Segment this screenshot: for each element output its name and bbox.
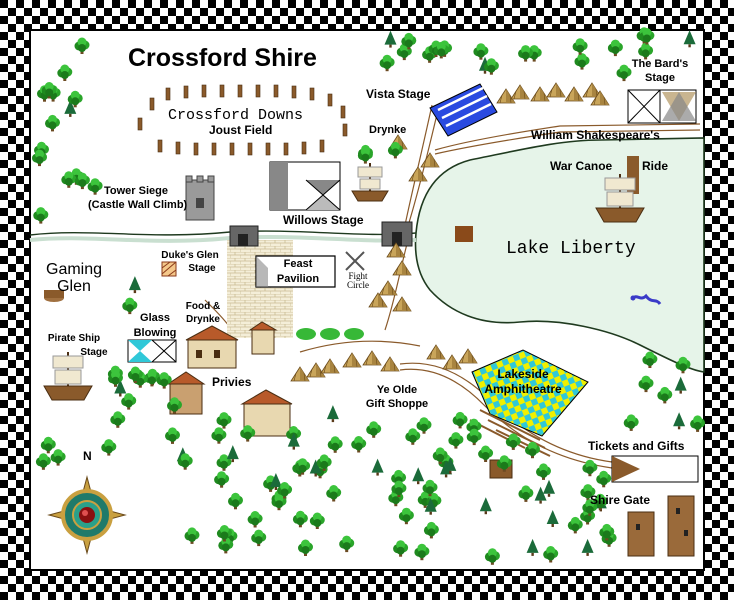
food-drynke-building	[185, 321, 278, 369]
pirate-ship-label[interactable]: Pirate Ship Stage	[38, 333, 110, 358]
sea-serpent-icon	[630, 293, 662, 305]
privies-building	[166, 371, 293, 437]
pavilion-line: Pavilion	[276, 272, 320, 285]
glass-blowing-label[interactable]: Glass Blowing	[130, 312, 180, 339]
tower-siege-label[interactable]: Tower Siege (Castle Wall Climb)	[88, 185, 188, 211]
joust-field-label: Joust Field	[209, 123, 273, 137]
drynke-label[interactable]: Drynke	[369, 124, 407, 136]
gift-line2: Gift Shoppe	[365, 397, 429, 410]
fight-circle-label[interactable]: Fight Circle	[338, 271, 378, 291]
crossford-downs-label: Crossford Downs	[168, 107, 304, 124]
amphitheatre-line: Amphitheatre	[484, 381, 562, 396]
dukes-glen-label[interactable]: Duke's Glen Stage	[157, 250, 223, 274]
compass-rose-icon	[47, 475, 127, 555]
lakeside-amphitheatre-label[interactable]: Lakeside Amphitheatre	[468, 368, 578, 395]
shire-gate-towers	[627, 495, 695, 557]
gaming-glen-line2: Glen	[57, 277, 91, 295]
tickets-gifts-booth[interactable]	[611, 455, 699, 483]
bards-stage-line2: Stage	[645, 71, 675, 84]
food-drynke-label[interactable]: Food & Drynke	[178, 301, 228, 325]
tower-siege-line2: (Castle Wall Climb)	[88, 198, 188, 211]
food-line: Food &	[185, 301, 221, 312]
william-shakespeares-label[interactable]: William Shakespeare's	[531, 128, 660, 142]
gaming-glen-label[interactable]: Gaming Glen	[46, 261, 103, 296]
feast-pavilion-label[interactable]: Feast Pavilion	[268, 258, 328, 285]
glass-blowing-stage[interactable]	[127, 339, 177, 363]
willows-stage-label[interactable]: Willows Stage	[283, 213, 364, 227]
ship-icon	[43, 352, 93, 401]
tower-siege-line1: Tower Siege	[104, 185, 168, 197]
lakeside-line: Lakeside	[497, 367, 549, 381]
fight-line: Fight	[348, 271, 368, 281]
lake-raft	[455, 226, 473, 242]
gift-shoppe-label[interactable]: Ye Olde Gift Shoppe	[352, 384, 442, 410]
dukes-glen-line1: Duke's Glen	[161, 250, 219, 261]
circle-line: Circle	[347, 280, 369, 291]
tower-icon	[185, 175, 215, 221]
privies-label[interactable]: Privies	[212, 375, 252, 389]
ship-icon	[595, 174, 645, 223]
feast-line: Feast	[283, 258, 313, 270]
vista-stage-label[interactable]: Vista Stage	[366, 87, 431, 101]
pirate-line2: Stage	[80, 346, 108, 358]
ship-icon	[351, 163, 389, 202]
pirate-line1: Pirate Ship	[47, 333, 101, 344]
feast-pavilion[interactable]	[255, 255, 336, 288]
page-title: Crossford Shire	[128, 44, 317, 72]
compass-north-label: N	[83, 449, 92, 463]
war-canoe-label[interactable]: War Canoe	[550, 159, 613, 173]
gift-line1: Ye Olde	[376, 384, 418, 396]
tree-stump-icon	[44, 290, 64, 302]
bridge-gate-icon	[229, 221, 413, 247]
glass-line: Glass	[140, 312, 170, 324]
bards-stage-line1: The Bard's	[631, 58, 689, 70]
ride-label[interactable]: Ride	[642, 159, 669, 173]
dukes-glen-stage[interactable]	[161, 261, 177, 277]
vista-stage[interactable]	[429, 83, 498, 137]
gaming-glen-line1: Gaming	[46, 261, 103, 278]
drynke-line: Drynke	[186, 313, 220, 325]
willows-stage[interactable]	[269, 161, 341, 211]
bards-stage-label[interactable]: The Bard's Stage	[617, 58, 703, 84]
dukes-glen-line2: Stage	[188, 262, 216, 274]
shire-gate-label[interactable]: Shire Gate	[590, 493, 651, 507]
crossed-swords-icon	[345, 251, 365, 271]
tickets-gifts-label[interactable]: Tickets and Gifts	[588, 439, 685, 453]
lake-liberty-label: Lake Liberty	[506, 239, 636, 259]
bards-stage[interactable]	[627, 89, 697, 124]
blowing-line: Blowing	[133, 326, 177, 339]
